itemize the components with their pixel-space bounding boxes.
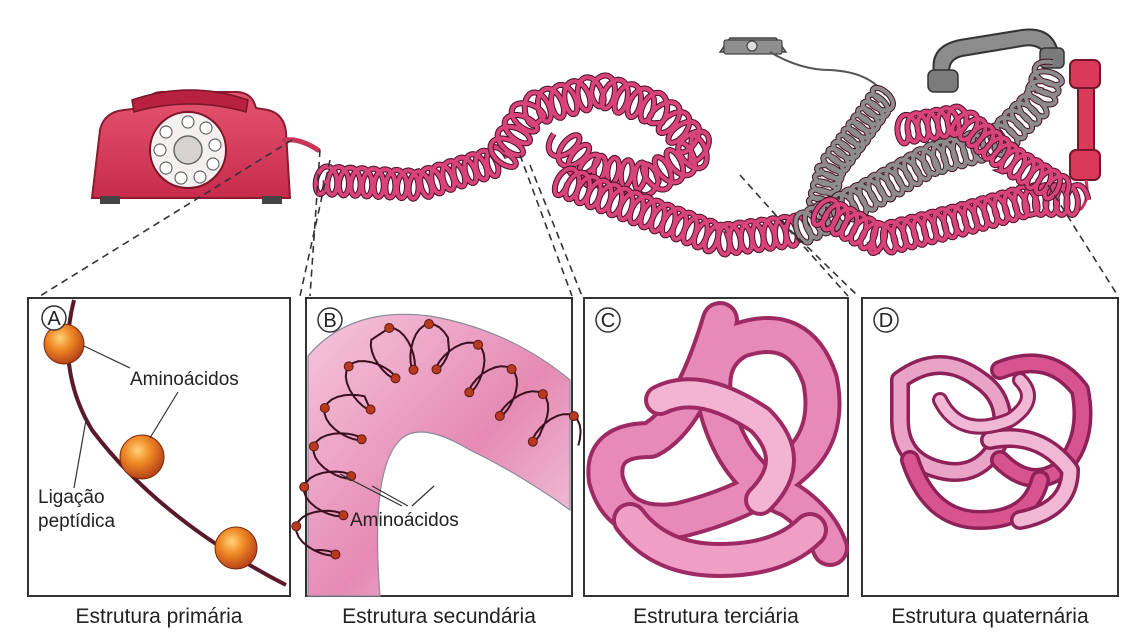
amino-acid-dot [292,522,301,531]
caption-tertiary: Estrutura terciária [584,605,848,629]
amino-acid-dot [409,365,418,374]
panel-a-letter: A [47,308,61,330]
amino-acid-dot [391,374,400,383]
ligacao-label-line1: Ligação [38,487,105,508]
wall-jack-icon [720,38,885,95]
caption-secondary: Estrutura secundária [306,605,572,629]
panel-d-letter: D [879,310,893,332]
caption-quaternary: Estrutura quaternária [862,605,1118,629]
amino-acid-dot [465,388,474,397]
amino-acid-dot [432,365,441,374]
amino-acid-dot [495,412,504,421]
amino-acid-dot [538,390,547,399]
panel-c: C [584,298,848,596]
amino-acid-dot [300,483,309,492]
amino-acid-dot [425,320,434,329]
panel-b: B Aminoácidos [292,298,581,596]
aminoacidos-label-b: Aminoácidos [350,510,459,531]
panel-c-letter: C [601,310,615,332]
coiled-cord [316,62,1089,255]
amino-acid-dot [366,405,375,414]
amino-acid-dot [309,442,318,451]
amino-acid-dot [320,404,329,413]
aminoacidos-label-a: Aminoácidos [130,369,239,390]
amino-acid-dot [507,365,516,374]
amino-acid-dot [474,340,483,349]
amino-acid-dot [357,435,366,444]
amino-acid-dot [385,324,394,333]
panel-d: D [862,298,1118,596]
amino-acid-dot [344,362,353,371]
caption-primary: Estrutura primária [28,605,290,629]
rotary-telephone-icon [92,90,318,204]
amino-acid-ball [120,435,164,479]
panel-b-letter: B [323,310,336,332]
amino-acid-dot [569,412,578,421]
ligacao-label-line2: peptídica [38,511,116,532]
amino-acid-ball [215,527,257,569]
amino-acid-dot [528,437,537,446]
amino-acid-dot [331,550,340,559]
panel-a: A Aminoácidos Ligação peptídica [28,298,290,596]
amino-acid-dot [339,511,348,520]
